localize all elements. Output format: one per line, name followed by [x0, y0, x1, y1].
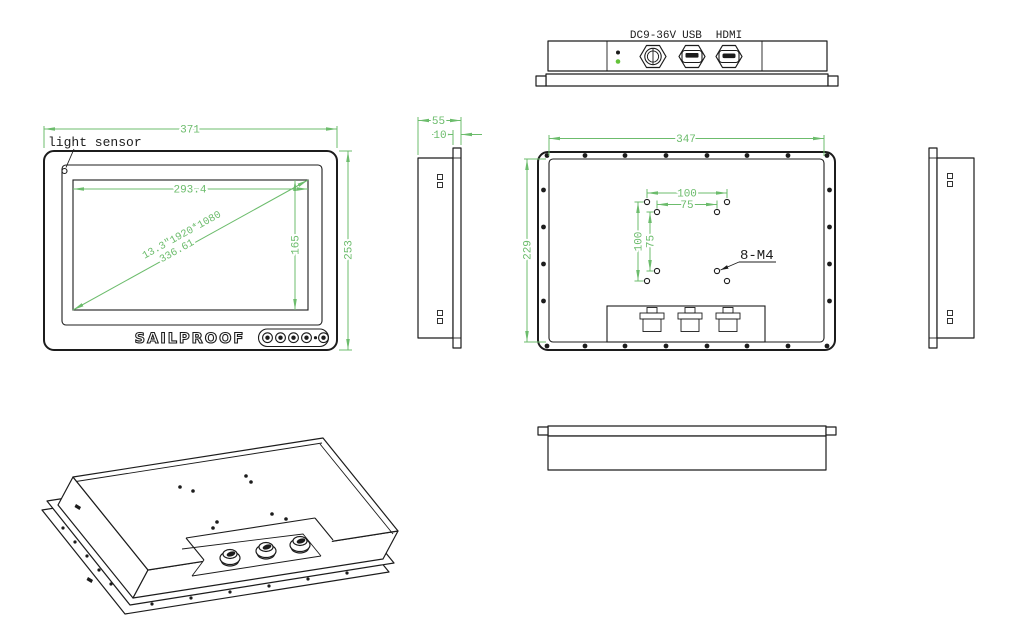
side-view-left: 55 10 — [417, 114, 482, 349]
dc-port-label: DC9-36V — [630, 30, 677, 42]
top-view: DC9-36V USB HDMI — [535, 30, 839, 87]
svg-text:75: 75 — [646, 235, 658, 248]
isometric-view — [41, 437, 399, 615]
usb-connector-icon — [678, 44, 706, 69]
front-button-panel — [257, 328, 330, 348]
dim-vesa-100-h: 100 — [646, 187, 728, 203]
iso-connector-2 — [255, 541, 277, 560]
power-button-icon — [318, 332, 329, 344]
iso-bezel-screws — [61, 526, 349, 606]
svg-text:253: 253 — [344, 240, 356, 260]
rear-view: 347 229 100 75 — [521, 132, 836, 351]
dim-vesa-75-v: 75 — [644, 211, 660, 272]
dim-overall-width: 371 — [43, 123, 338, 148]
dim-rear-width: 347 — [548, 132, 825, 156]
dim-bezel-depth: 10 — [431, 128, 482, 145]
svg-text:100: 100 — [634, 232, 646, 252]
svg-text:75: 75 — [680, 200, 693, 212]
svg-text:293.4: 293.4 — [173, 185, 206, 197]
dim-vesa-100-v: 100 — [632, 201, 648, 282]
up-button-icon — [275, 332, 286, 344]
light-sensor-label: light sensor — [48, 135, 142, 150]
rear-connector-1 — [639, 307, 665, 332]
dim-depth: 55 — [417, 114, 462, 155]
rear-connector-2 — [677, 307, 703, 332]
down-button-icon — [288, 332, 299, 344]
perimeter-screws — [541, 153, 832, 349]
status-led-icon — [615, 59, 621, 64]
hdmi-port-label: HDMI — [716, 30, 742, 42]
svg-text:347: 347 — [676, 134, 696, 146]
side-view-right — [928, 147, 975, 349]
dim-vesa-75-h: 75 — [656, 198, 718, 214]
svg-text:371: 371 — [180, 125, 200, 137]
svg-text:10: 10 — [433, 130, 446, 142]
light-sensor-icon — [61, 167, 68, 175]
svg-text:100: 100 — [677, 189, 697, 201]
dc-connector-icon — [639, 44, 667, 69]
hdmi-connector-icon — [715, 44, 743, 69]
thread-callout: 8-M4 — [720, 248, 776, 271]
svg-text:229: 229 — [523, 240, 535, 260]
dim-rear-height: 229 — [521, 158, 546, 343]
svg-text:55: 55 — [432, 116, 445, 128]
usb-port-label: USB — [682, 30, 702, 42]
rear-connector-recess — [606, 305, 766, 343]
iso-connector-1 — [219, 548, 241, 567]
iso-connector-3 — [289, 535, 311, 554]
dim-overall-height: 253 — [339, 150, 358, 351]
rear-connector-3 — [715, 307, 741, 332]
bottom-view — [537, 425, 837, 471]
iso-vesa-holes — [178, 474, 288, 530]
select-button-icon — [301, 332, 312, 344]
front-view: light sensor 371 253 293.4 165 — [43, 123, 358, 351]
vesa-mount-holes — [643, 198, 731, 285]
thread-label: 8-M4 — [740, 248, 774, 264]
menu-button-icon — [262, 332, 273, 344]
brand-logo: SAILPROOF — [135, 331, 246, 347]
iso-connector-recess — [181, 517, 334, 577]
indicator-dot-icon — [313, 336, 318, 340]
svg-text:165: 165 — [291, 235, 303, 255]
power-led-icon — [616, 50, 620, 55]
